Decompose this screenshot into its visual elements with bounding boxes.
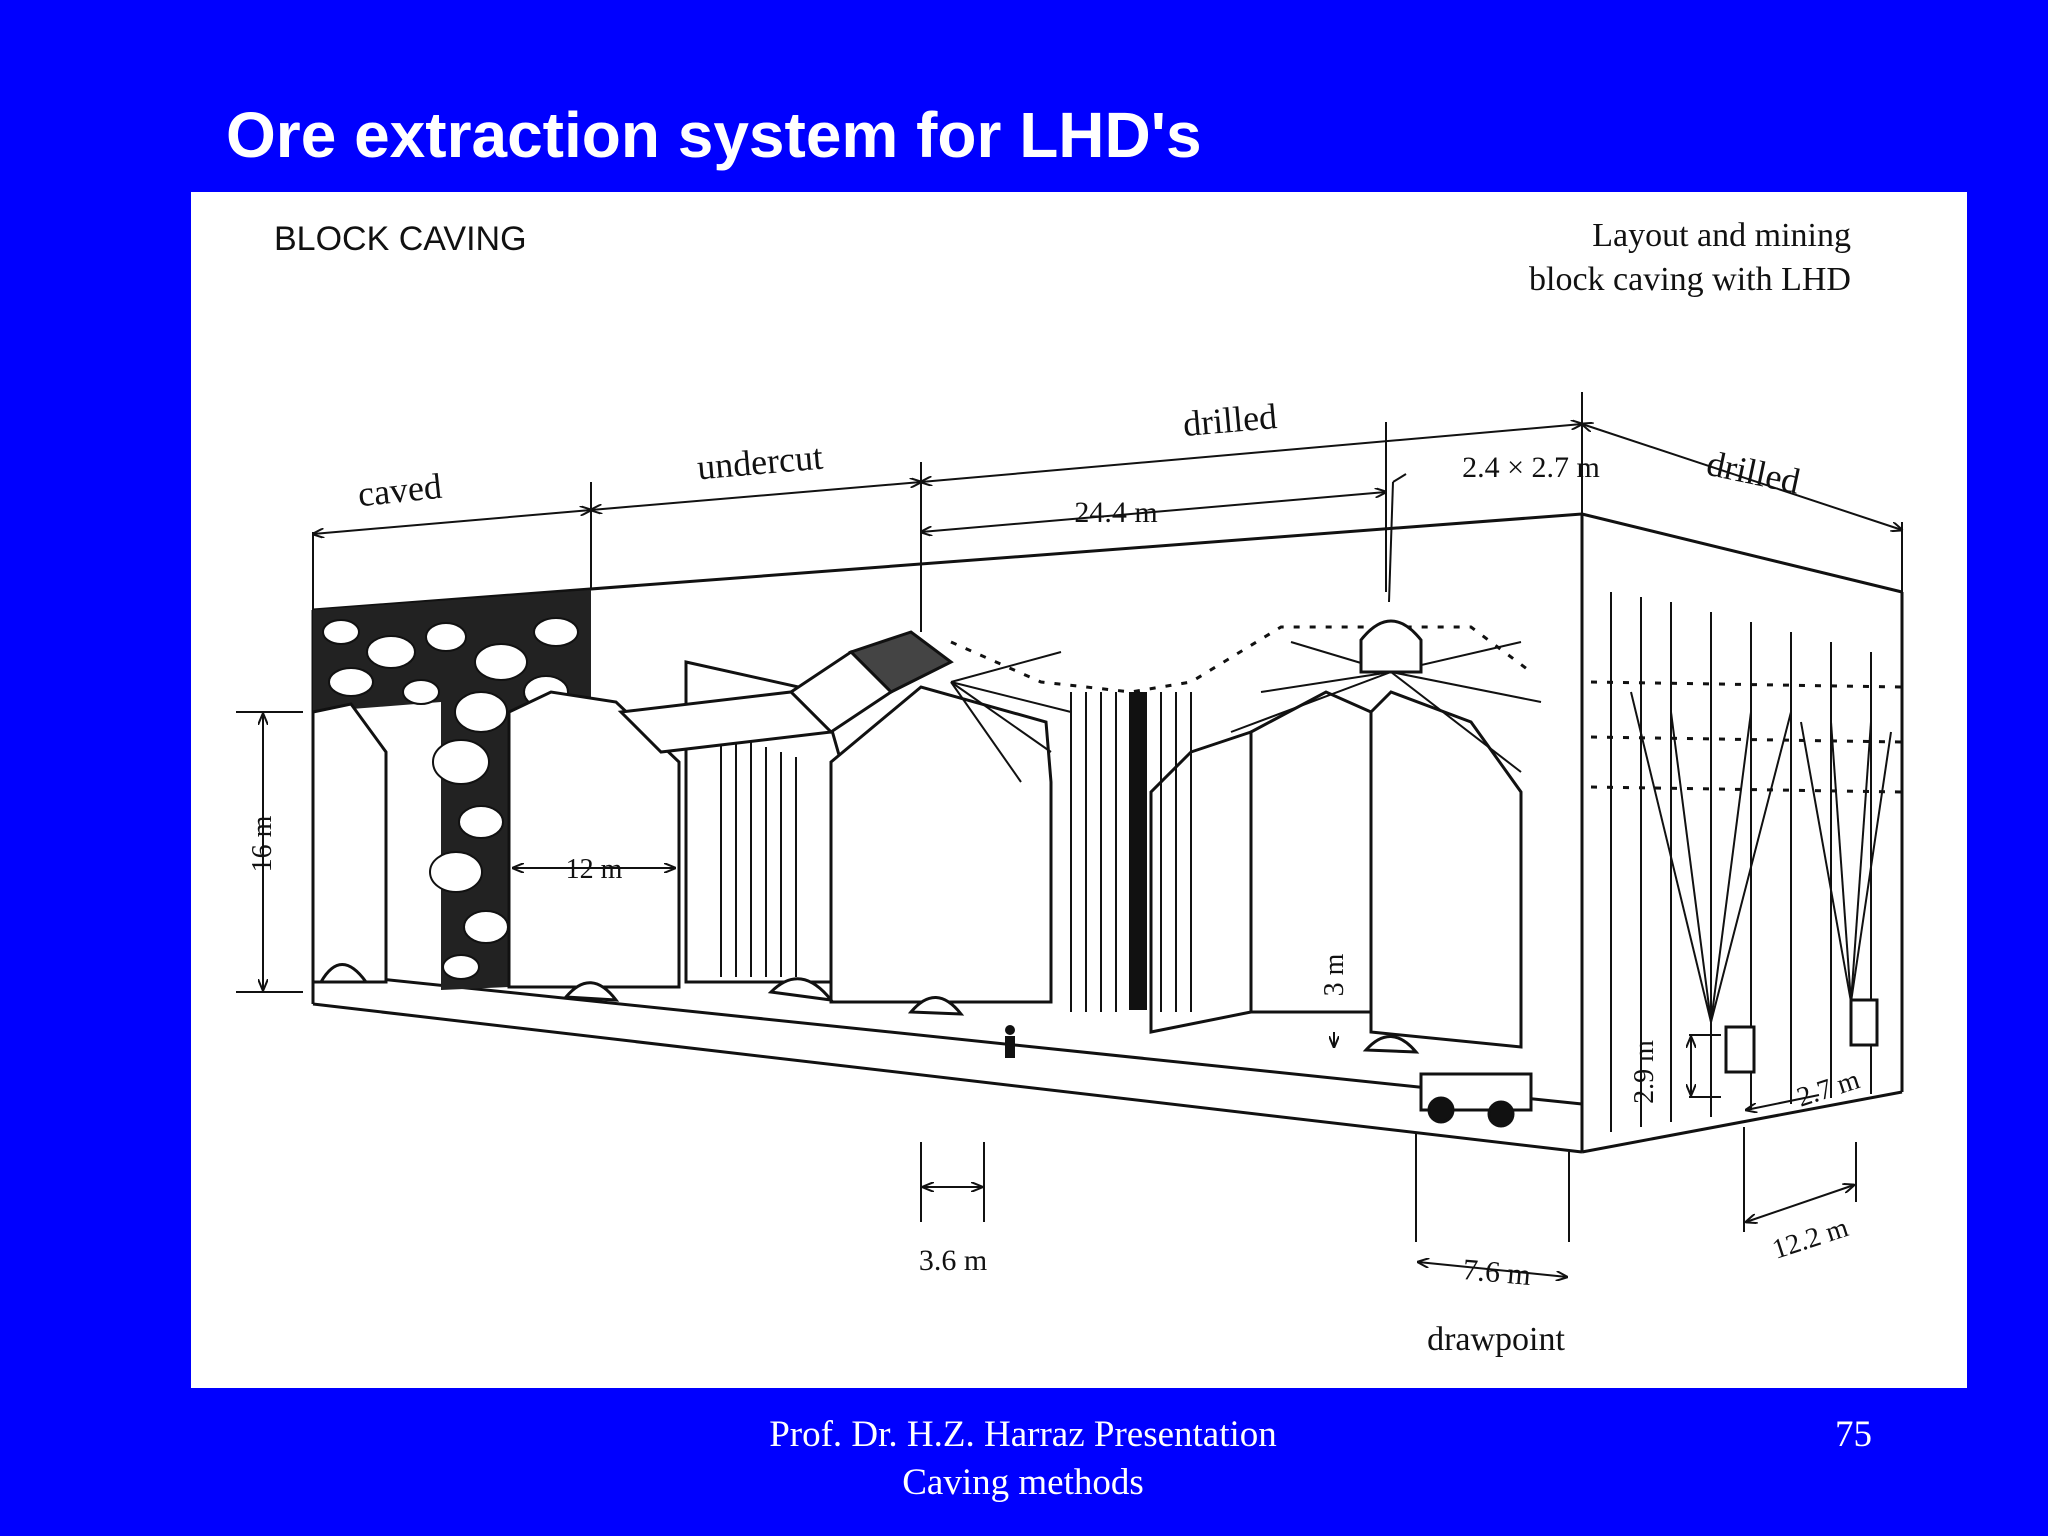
caved-rubble: [313, 590, 591, 990]
drawpoint-label: drawpoint: [1427, 1321, 1565, 1358]
zone-label-undercut: undercut: [695, 437, 824, 488]
dim-drawpoint-height: 2.9 m: [1629, 1040, 1660, 1104]
dim-width: 12 m: [566, 854, 623, 885]
drill-dotted-lines: [950, 625, 1903, 794]
dim-drift-width: 3.6 m: [919, 1244, 987, 1277]
dim-drift-height: 3 m: [1319, 953, 1350, 996]
footer-subtitle: Caving methods: [902, 1462, 1144, 1503]
zone-label-caved: caved: [356, 466, 444, 515]
undercut-drift: [617, 630, 954, 754]
zone-label-drilled-side: drilled: [1703, 443, 1803, 502]
dimension-lines: [236, 392, 1902, 1277]
dim-drawpoint-spacing: 7.6 m: [1461, 1253, 1532, 1292]
diagram-heading: BLOCK CAVING: [274, 220, 527, 258]
dim-side-spacing: 12.2 m: [1769, 1212, 1853, 1266]
drift-opening: [1359, 619, 1423, 674]
slide-number: 75: [1835, 1414, 1872, 1455]
slide-title: Ore extraction system for LHD's: [226, 99, 1202, 171]
central-raise: [1129, 692, 1147, 1010]
zone-label-drilled: drilled: [1181, 396, 1278, 444]
dim-span: 24.4 m: [1074, 496, 1157, 529]
person-figure: [1005, 1025, 1015, 1058]
footer-presenter: Prof. Dr. H.Z. Harraz Presentation: [769, 1414, 1277, 1455]
dim-opening: 2.4 × 2.7 m: [1462, 451, 1600, 484]
floor-drifts: [318, 963, 1879, 1074]
block-caving-diagram: BLOCK CAVING Layout and mining block cav…: [236, 217, 1967, 1358]
drill-fans: [950, 641, 1892, 1023]
diagram-caption-line1: Layout and mining: [1592, 217, 1851, 254]
dim-height: 16 m: [247, 815, 278, 872]
diagram-caption-line2: block caving with LHD: [1529, 261, 1851, 298]
block-caving-figure: BLOCK CAVING Layout and mining block cav…: [191, 192, 1967, 1388]
lhd-vehicle: [1419, 1072, 1533, 1128]
